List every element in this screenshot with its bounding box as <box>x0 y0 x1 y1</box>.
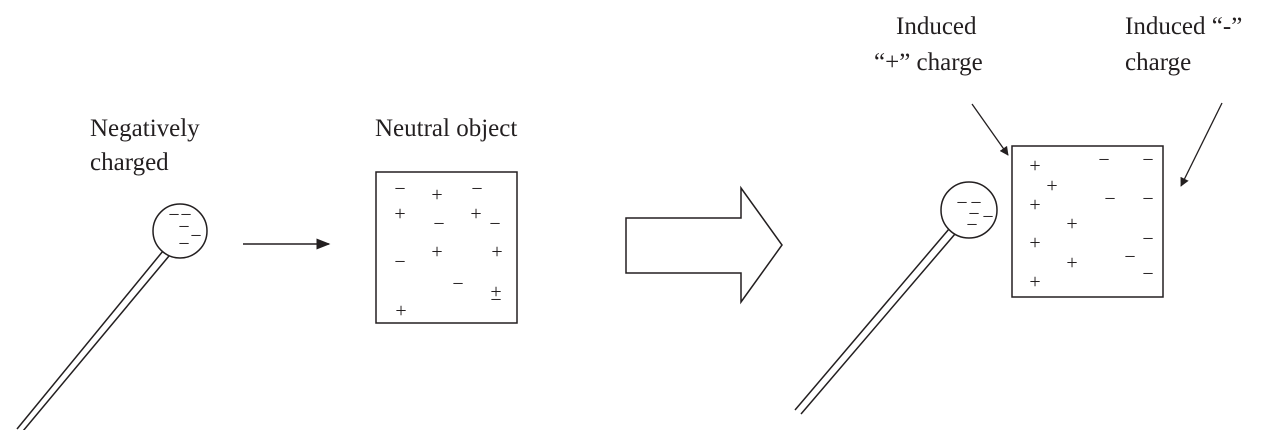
rod-handle-right-a <box>794 228 950 411</box>
charge-negative: − <box>168 204 179 226</box>
charge-positive: + <box>431 184 442 206</box>
charge-negative: − <box>180 204 191 226</box>
charge-positive: + <box>1029 271 1040 293</box>
induced-object-box <box>1011 145 1164 298</box>
charge-positive: + <box>1046 175 1057 197</box>
charge-negative: − <box>178 216 189 238</box>
charge-negative: − <box>178 233 189 255</box>
sphere-left-charges: − − − − − <box>168 204 201 255</box>
charge-negative: − <box>1142 188 1153 210</box>
rod-handle-left-a <box>16 250 164 430</box>
charge-negative: − <box>956 192 967 214</box>
charge-negative: − <box>1098 149 1109 171</box>
charged-sphere-right <box>940 181 998 239</box>
charge-positive: + <box>394 203 405 225</box>
charge-negative: − <box>394 178 405 200</box>
induced-minus-label-line1: Induced “-” <box>1125 13 1243 40</box>
process-arrow <box>625 185 783 305</box>
induced-plus-label-line2: “+” charge <box>874 49 983 76</box>
charge-positive: + <box>1066 252 1077 274</box>
rod-handle-left-b <box>22 255 170 432</box>
charge-positive: + <box>1066 213 1077 235</box>
induced-minus-label-line2: charge <box>1125 49 1192 76</box>
induced-object: + − − + + − − + + − + − − + <box>1011 145 1164 298</box>
charge-positive: + <box>1029 194 1040 216</box>
induced-plus-label-line1: Induced <box>896 13 977 40</box>
charge-negative: − <box>966 214 977 236</box>
charge-negative: − <box>394 251 405 273</box>
neutral-object: − + − + + − − + + − − + − + <box>375 171 518 324</box>
charge-negative: − <box>1142 149 1153 171</box>
induced-plus-pointer <box>971 103 1009 156</box>
charge-positive: + <box>395 300 406 322</box>
charge-negative: − <box>982 206 993 228</box>
charge-positive: + <box>1029 232 1040 254</box>
charge-negative: − <box>1124 246 1135 268</box>
charged-rod-right: − − − − − <box>794 181 998 415</box>
induced-object-charges: + − − + + − − + + − + − − + <box>1029 149 1153 293</box>
charged-rod-left: − − − − − <box>16 203 208 432</box>
charge-negative: − <box>452 273 463 295</box>
charge-positive: + <box>491 241 502 263</box>
charge-negative: − <box>970 192 981 214</box>
negatively-charged-label-line2: charged <box>90 149 169 176</box>
neutral-object-box <box>375 171 518 324</box>
sphere-right-charges: − − − − − <box>956 192 993 236</box>
charge-positive: + <box>431 241 442 263</box>
negatively-charged-label-line1: Negatively <box>90 115 200 142</box>
charge-negative: − <box>968 203 979 225</box>
rod-handle-right-b <box>800 233 956 415</box>
neutral-object-charges: − + − + + − − + + − − + − + <box>394 178 502 322</box>
charged-sphere-left <box>152 203 208 259</box>
charge-negative: − <box>471 178 482 200</box>
charge-negative: − <box>1104 188 1115 210</box>
charge-positive: + <box>1029 155 1040 177</box>
charge-negative: − <box>1142 228 1153 250</box>
charge-negative: − <box>433 213 444 235</box>
charge-negative: − <box>489 213 500 235</box>
charge-positive: + <box>470 203 481 225</box>
induced-minus-pointer <box>1180 102 1223 187</box>
charge-negative: − <box>490 289 501 311</box>
charge-negative: − <box>190 225 201 247</box>
charge-negative: − <box>1142 263 1153 285</box>
charge-positive: + <box>490 281 501 303</box>
neutral-object-label: Neutral object <box>375 115 518 142</box>
